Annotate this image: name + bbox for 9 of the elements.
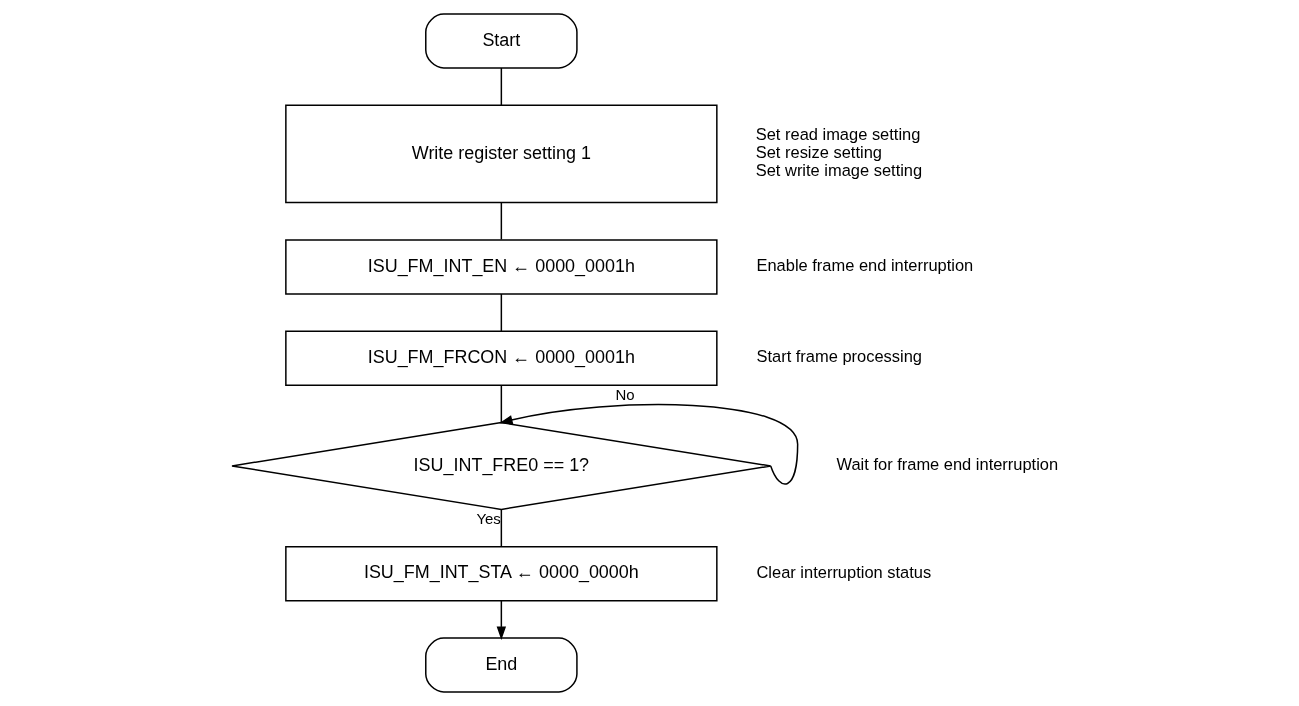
node-label: Set resize setting [755, 143, 882, 162]
node-label: Clear interruption status [756, 562, 932, 581]
node-label: Enable frame end interruption [756, 256, 974, 275]
edge-label: No [615, 386, 635, 404]
edge-label: Yes [476, 510, 501, 528]
node-label: Set write image setting [755, 161, 923, 180]
node-label: Start frame processing [756, 347, 923, 366]
node-label: Set read image setting [755, 125, 921, 144]
node-label: Wait for frame end interruption [836, 455, 1059, 474]
